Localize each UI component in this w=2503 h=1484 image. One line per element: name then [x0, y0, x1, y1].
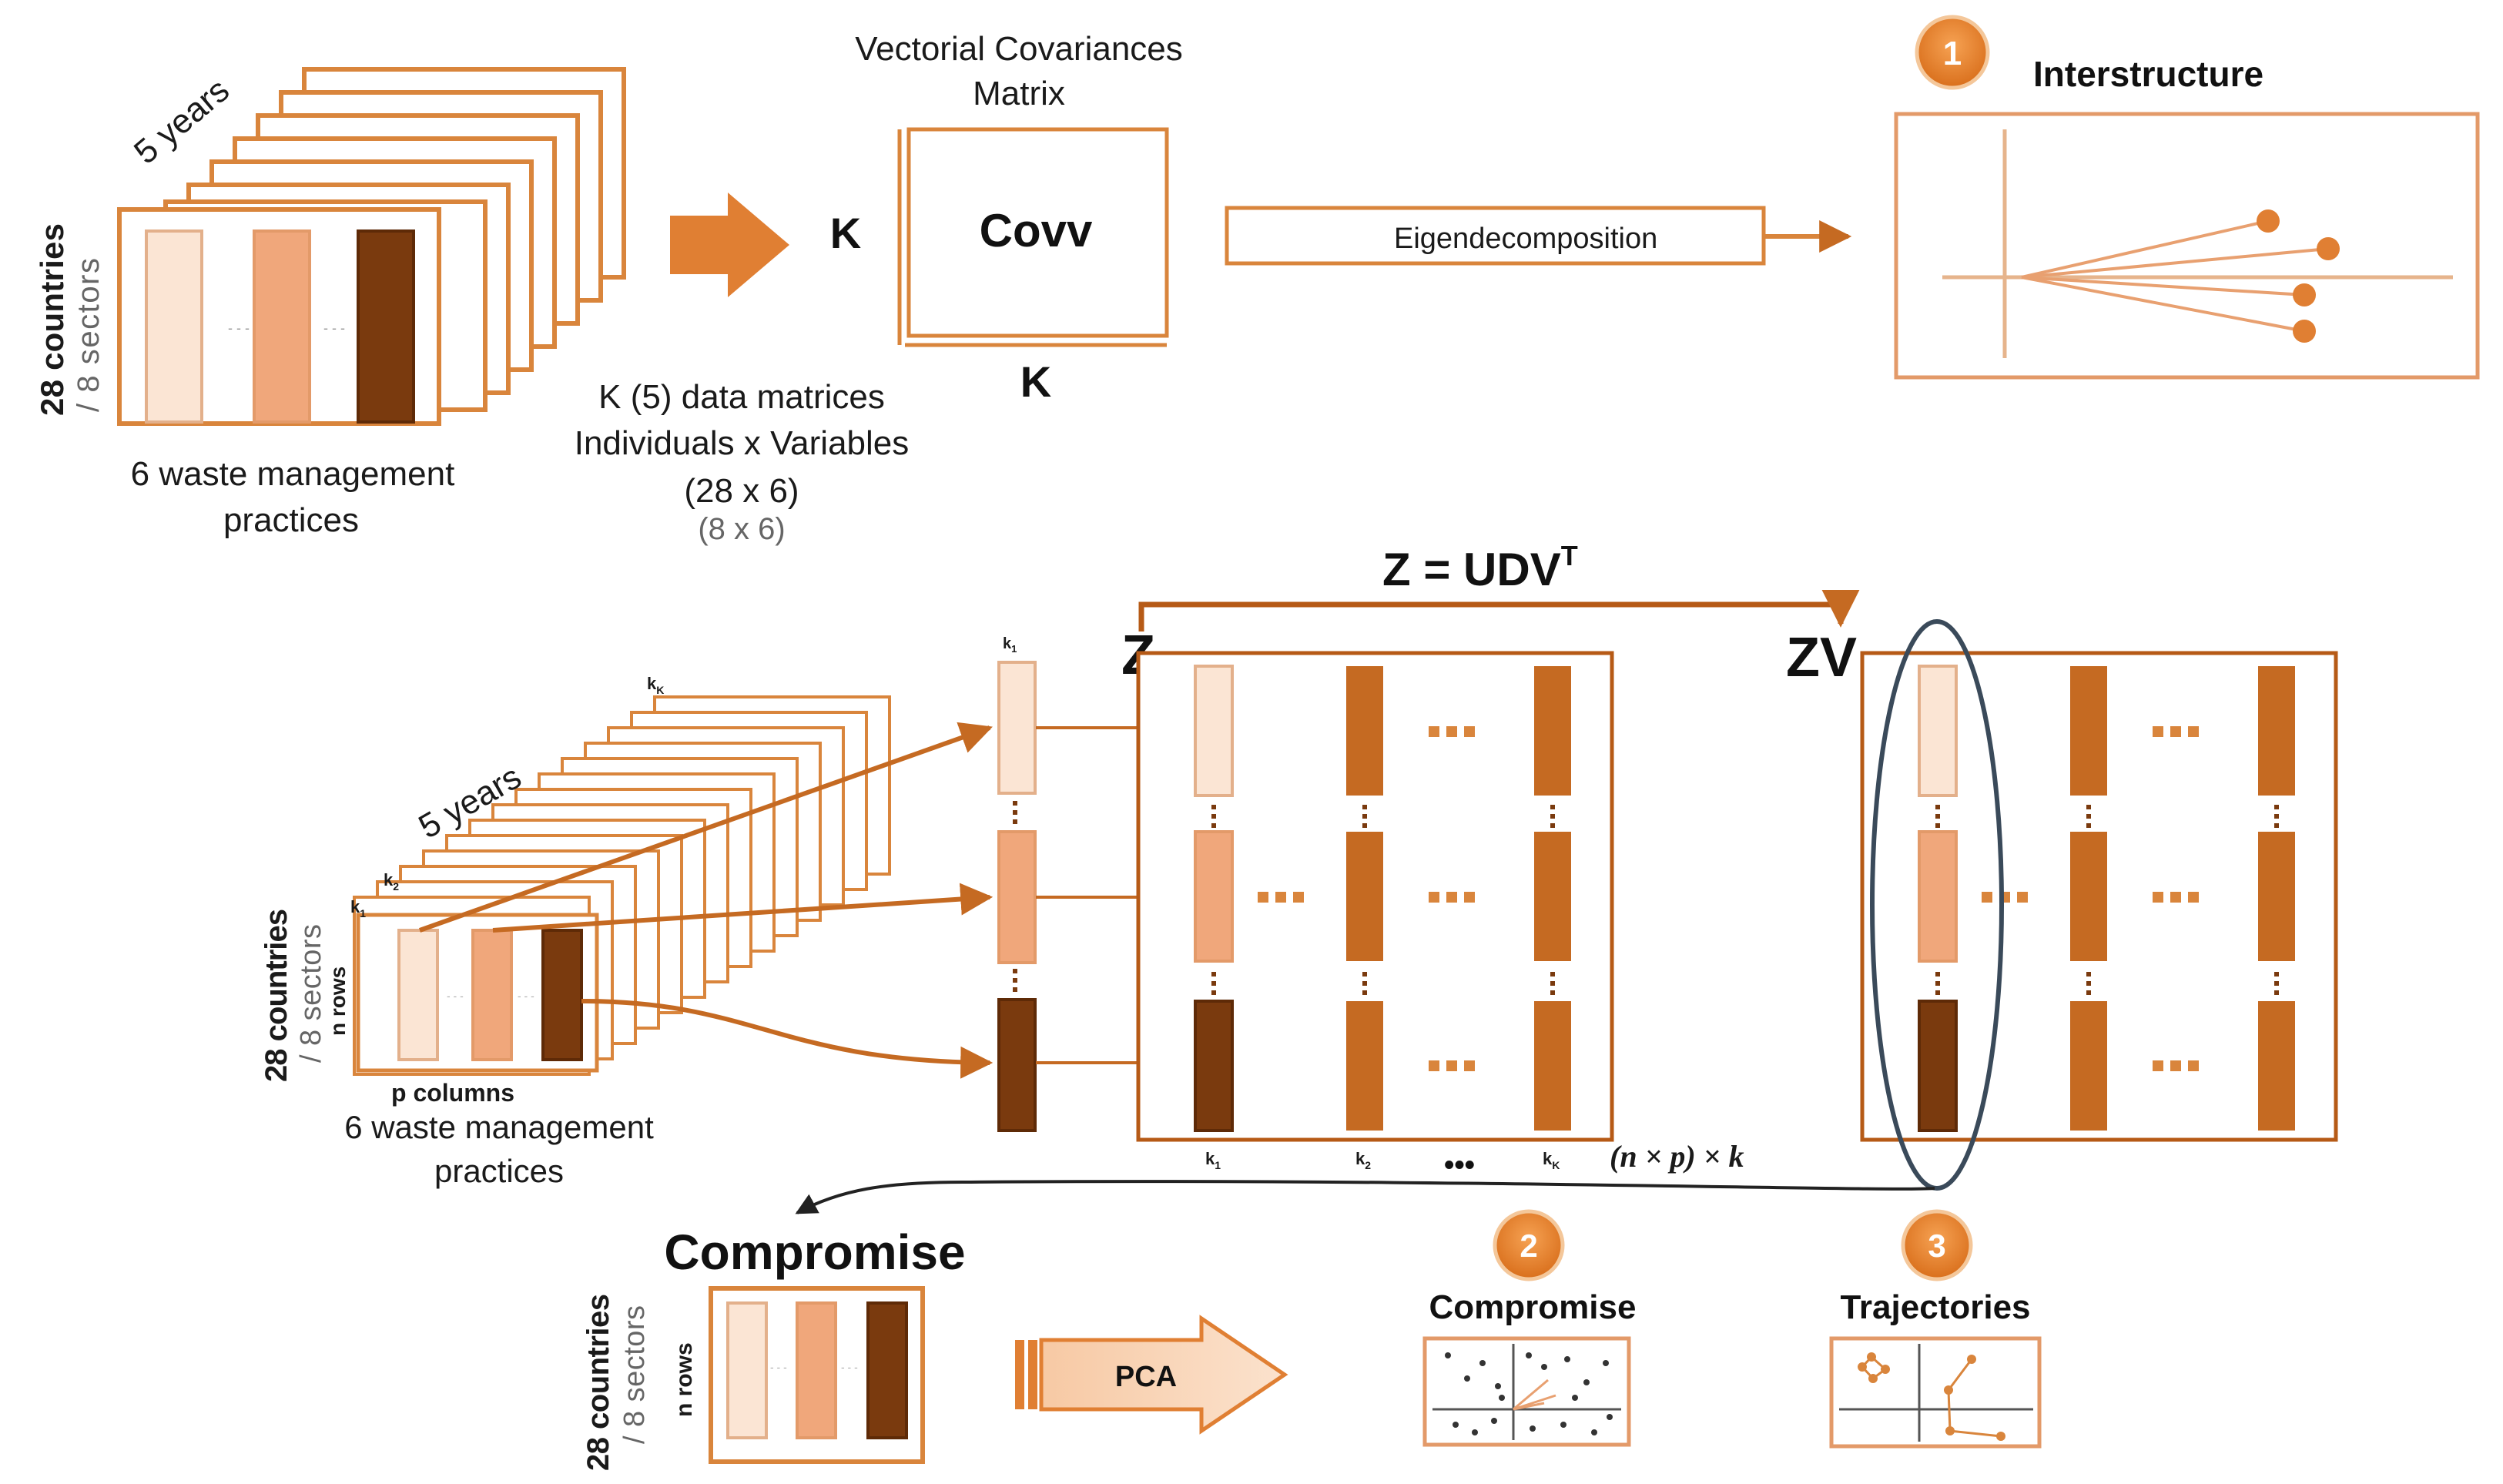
svg-text:- - -: - - - — [841, 1361, 858, 1373]
z-col-kk: kK — [1543, 1149, 1560, 1171]
svg-text:- - -: - - - — [323, 320, 345, 336]
mid-k2-label: k2 — [384, 870, 399, 893]
top-section: - - - - - - 5 years 28 countries / 8 sec… — [34, 15, 2480, 546]
top-years-label: 5 years — [127, 71, 236, 171]
covv-label: Covv — [980, 205, 1093, 256]
data-matrices-label-2: Individuals x Variables — [575, 424, 910, 462]
interstructure-title: Interstructure — [2033, 54, 2263, 94]
vectorized-column: k1 — [997, 635, 1037, 1132]
mid-bottom-label-1: 6 waste management — [344, 1109, 654, 1145]
data-matrices-label-4: (8 x 6) — [698, 512, 785, 546]
covmatrix-k-bottom: K — [1020, 357, 1051, 406]
top-big-arrow — [670, 193, 789, 297]
top-sectors-label: / 8 sectors — [72, 258, 106, 412]
badge-2: 2 — [1493, 1209, 1565, 1281]
trajectories-title: Trajectories — [1840, 1288, 2030, 1326]
z-dims: (n × p) × k — [1610, 1139, 1744, 1174]
svg-text:- - -: - - - — [518, 990, 534, 1002]
data-matrices-label-3: (28 x 6) — [684, 472, 799, 510]
pca-label: PCA — [1115, 1361, 1177, 1393]
bottom-countries-label: 28 countries — [581, 1294, 615, 1471]
svg-text:- - -: - - - — [770, 1361, 787, 1373]
trajectories-plot — [1829, 1336, 2042, 1449]
mid-matrix-front: - - - - - - — [356, 913, 599, 1073]
top-bottom-label-1: 6 waste management — [131, 455, 455, 493]
zv-label: ZV — [1786, 627, 1857, 688]
badge-3: 3 — [1901, 1209, 1973, 1281]
top-matrix-front: - - - - - - — [145, 229, 415, 424]
top-countries-label: 28 countries — [34, 223, 70, 416]
mid-k1-label: k1 — [350, 897, 366, 920]
bottom-section: Compromise - - - - - - 28 countries / 8 … — [581, 1209, 2042, 1471]
svg-text:3: 3 — [1928, 1228, 1945, 1264]
svg-text:k1: k1 — [1003, 635, 1017, 655]
svg-text:- - -: - - - — [228, 320, 250, 336]
z-col-dots: ••• — [1444, 1149, 1475, 1181]
vectorize-arrows — [418, 722, 993, 1079]
zv-matrix — [1860, 651, 2338, 1142]
z-matrix — [1136, 651, 1614, 1142]
bottom-sectors-label: / 8 sectors — [618, 1305, 651, 1444]
mid-kk-label: kK — [647, 674, 664, 696]
mid-countries-label: 28 countries — [260, 909, 293, 1082]
covmatrix-k-left: K — [830, 209, 861, 257]
covmatrix-title-2: Matrix — [973, 75, 1065, 112]
svg-text:1: 1 — [1943, 35, 1962, 72]
interstructure-plot — [1894, 112, 2480, 380]
zv-highlight-ellipse — [1870, 619, 2004, 1191]
mid-bottom-label-2: practices — [434, 1153, 564, 1189]
compromise-title: Compromise — [664, 1224, 965, 1280]
top-bottom-label-2: practices — [223, 501, 359, 539]
z-col-k2: k2 — [1355, 1149, 1371, 1171]
svd-formula: Z = UDVT — [1382, 540, 1578, 595]
badge-1: 1 — [1915, 15, 1990, 90]
compromise-plot-title: Compromise — [1429, 1288, 1637, 1326]
mid-sectors-label: / 8 sectors — [295, 924, 327, 1063]
z-col-k1: k1 — [1205, 1149, 1221, 1171]
compromise-arrow — [795, 1180, 1935, 1214]
eigen-box — [1225, 206, 1766, 266]
svg-text:2: 2 — [1520, 1228, 1537, 1264]
mid-nrows-label: n rows — [326, 966, 350, 1036]
compromise-plot — [1422, 1336, 1631, 1447]
mid-pcolumns-label: p columns — [391, 1079, 514, 1107]
svd-arrow — [1138, 589, 1860, 631]
eigen-label: Eigendecomposition — [1394, 223, 1657, 255]
bottom-nrows-label: n rows — [672, 1342, 697, 1417]
svg-text:- - -: - - - — [447, 990, 464, 1002]
middle-section: Z = UDVT - - - - - - — [260, 540, 2338, 1214]
data-matrices-label-1: K (5) data matrices — [598, 378, 885, 416]
pca-arrow: PCA — [1015, 1315, 1288, 1435]
covmatrix-title-1: Vectorial Covariances — [855, 30, 1183, 68]
covv-matrix: Covv — [897, 127, 1169, 347]
compromise-matrix: - - - - - - — [709, 1286, 925, 1464]
